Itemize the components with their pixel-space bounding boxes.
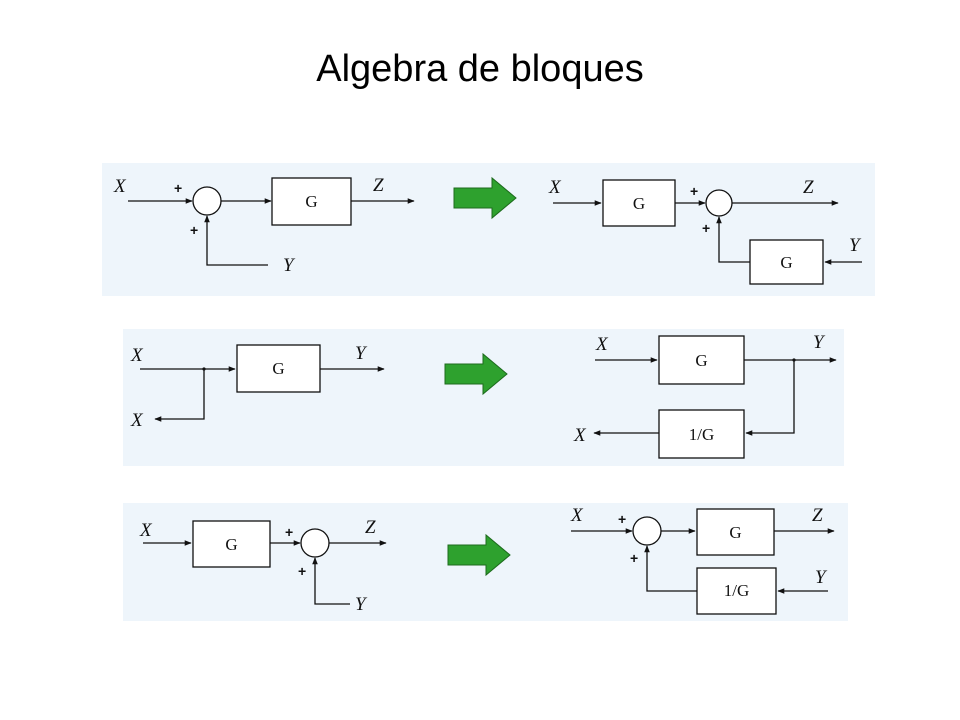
g-block-label: G (305, 192, 317, 211)
equivalence-arrow-2 (444, 352, 508, 396)
rule1-left-diagram: G X + + Z Y (113, 175, 415, 276)
g-block (602, 179, 676, 227)
branch-point (202, 367, 206, 371)
x-branch-label: X (130, 410, 144, 431)
g-block-label: G (695, 351, 707, 370)
inverse-g-block-label: 1/G (724, 581, 750, 600)
feedforward-line (644, 545, 697, 592)
equivalence-arrow-3 (447, 533, 511, 577)
y-input-line (312, 557, 350, 605)
plus-sign-top: + (618, 511, 626, 527)
g-block-label: G (729, 523, 741, 542)
y-label: Y (815, 567, 828, 588)
y-branch-line (745, 360, 795, 436)
summing-junction (300, 528, 330, 558)
x-branch-label: X (573, 425, 587, 446)
plus-sign-top: + (174, 180, 182, 196)
plus-sign-bottom: + (630, 550, 638, 566)
z-label: Z (373, 175, 384, 196)
plus-sign-top: + (690, 183, 698, 199)
feedforward-line (716, 216, 750, 263)
x-label: X (570, 505, 584, 526)
rule2-left-diagram: G X Y X (130, 343, 385, 431)
y-label: Y (355, 343, 368, 364)
plus-sign-bottom: + (298, 563, 306, 579)
inverse-g-block (658, 409, 745, 459)
inverse-g-block (696, 567, 777, 615)
z-label: Z (812, 505, 823, 526)
z-label: Z (365, 517, 376, 538)
y-input-line (204, 215, 268, 266)
g-block (658, 335, 745, 385)
branch-point (792, 358, 796, 362)
page-title: Algebra de bloques (316, 48, 644, 90)
g-block (192, 520, 271, 568)
x-label: X (139, 520, 153, 541)
y-label: Y (355, 594, 368, 615)
rule1-right-diagram: G G X + + Z Y (548, 177, 862, 285)
plus-sign-bottom: + (702, 220, 710, 236)
x-label: X (548, 177, 562, 198)
y-label: Y (849, 235, 862, 256)
x-label: X (113, 176, 127, 197)
equivalence-arrow-1 (453, 176, 517, 220)
rule3-left-diagram: G X + + Z Y (139, 517, 387, 615)
y-label: Y (813, 332, 826, 353)
summing-junction (705, 189, 733, 217)
g-block-label: G (225, 535, 237, 554)
g-block-label: G (272, 359, 284, 378)
x-label: X (130, 345, 144, 366)
plus-sign-top: + (285, 524, 293, 540)
summing-junction (632, 516, 662, 546)
rule1-panel (102, 163, 875, 296)
inverse-g-block-label: 1/G (689, 425, 715, 444)
g-block-bottom-label: G (780, 253, 792, 272)
g-block-bottom (749, 239, 824, 285)
g-block (696, 508, 775, 556)
g-block-label: G (633, 194, 645, 213)
plus-sign-bottom: + (190, 222, 198, 238)
rule2-right-diagram: G 1/G X Y X (573, 332, 837, 459)
y-label: Y (283, 255, 296, 276)
x-branch-line (154, 369, 205, 422)
z-label: Z (803, 177, 814, 198)
summing-junction (192, 186, 222, 216)
rule3-right-diagram: G 1/G X + + Z Y (570, 505, 835, 615)
x-label: X (595, 334, 609, 355)
